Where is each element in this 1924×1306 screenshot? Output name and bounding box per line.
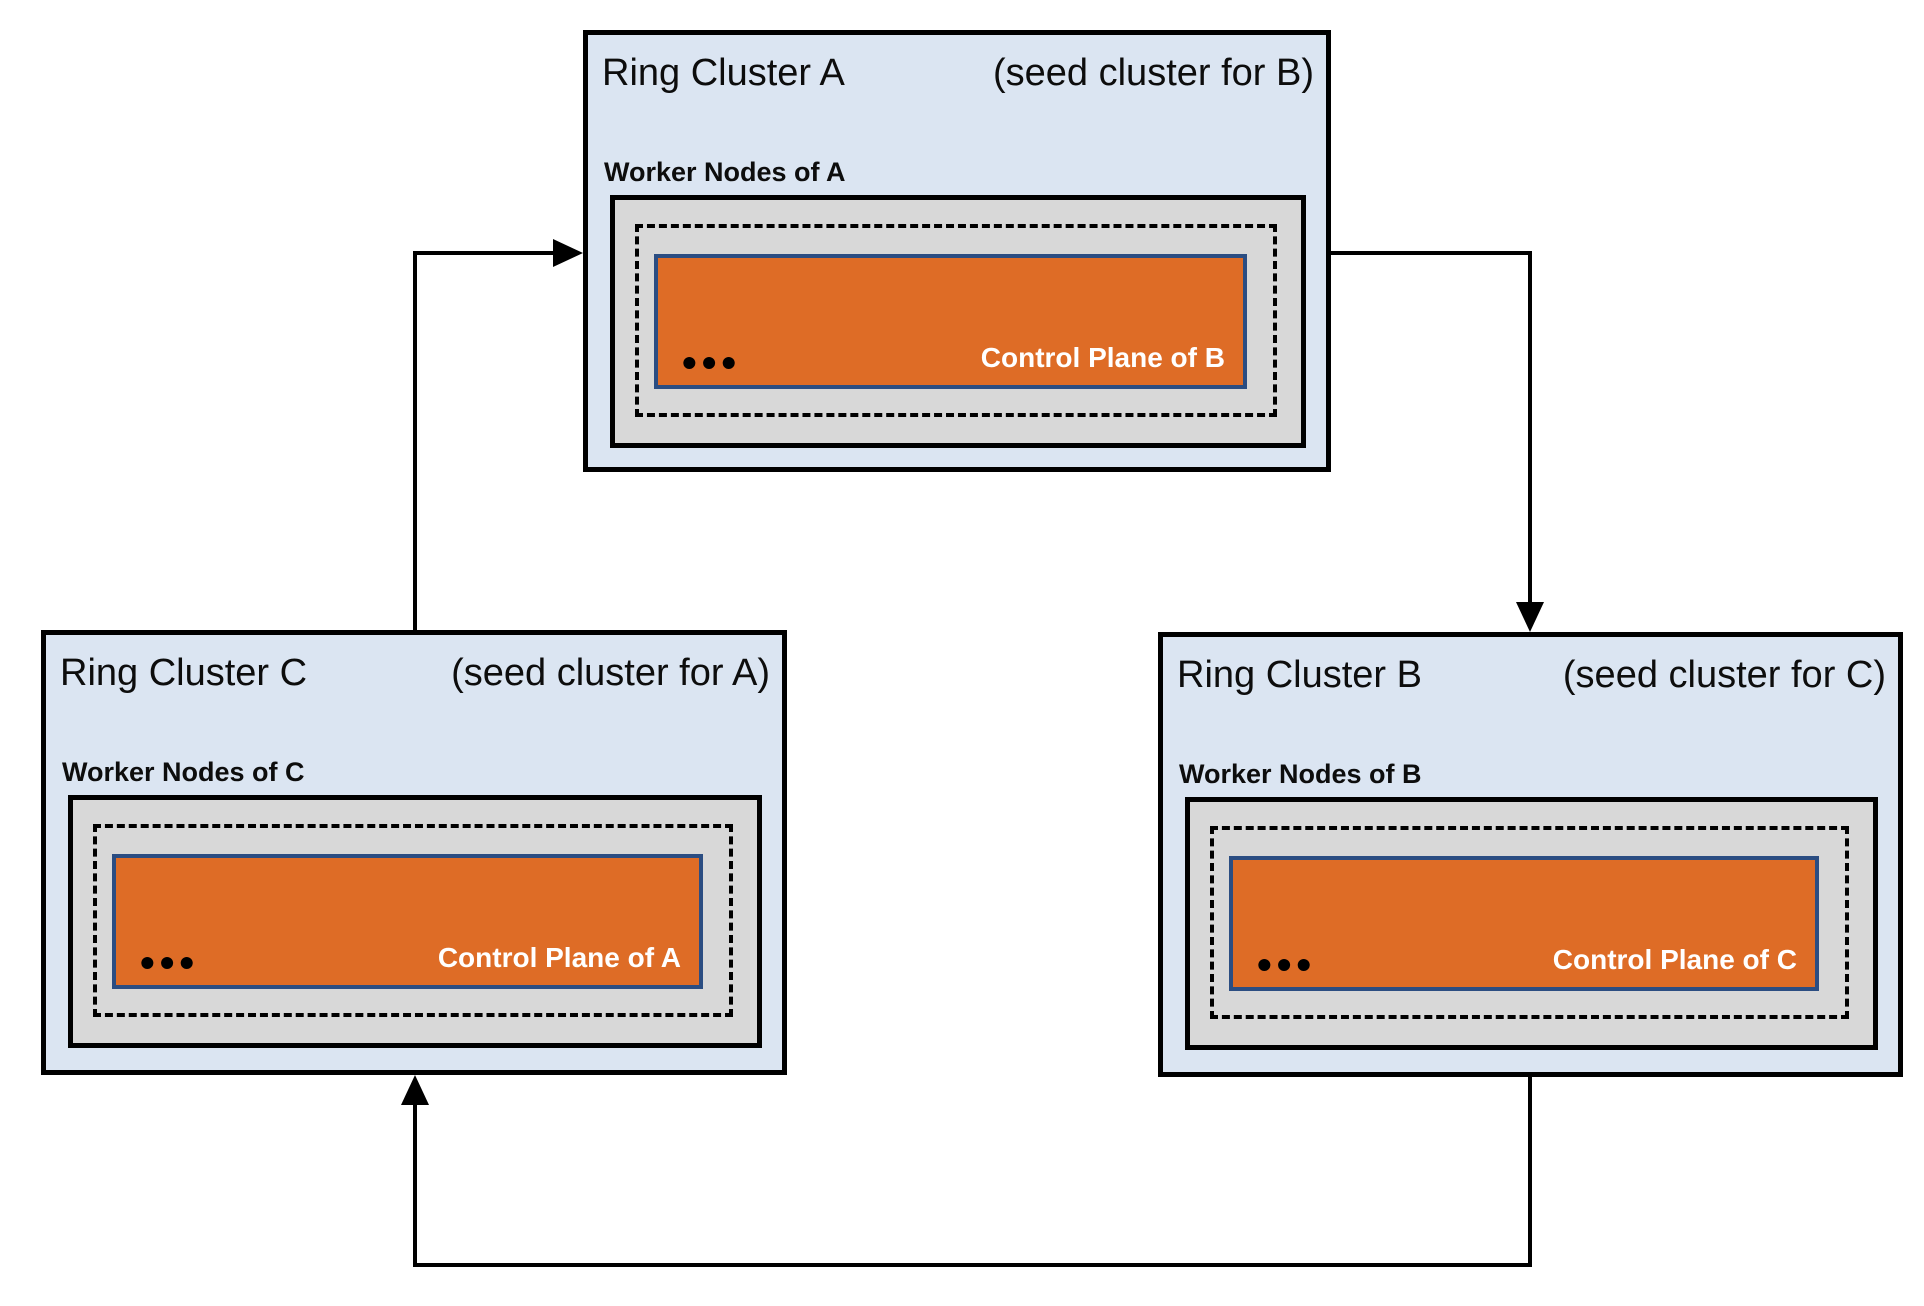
- arrow-c-to-a-horizontal-segment: [413, 251, 553, 255]
- arrow-b-to-c-left-vertical-segment: [413, 1100, 417, 1267]
- cluster-c-control-plane-label: Control Plane of A: [437, 942, 681, 973]
- arrow-a-to-b-horizontal-segment: [1331, 251, 1532, 255]
- cluster-b-title-row: Ring Cluster B (seed cluster for C): [1163, 637, 1898, 697]
- cluster-a-title: Ring Cluster A: [602, 52, 845, 94]
- arrow-a-to-b-vertical-segment: [1528, 251, 1532, 604]
- arrow-b-to-c-arrowhead: [401, 1075, 429, 1105]
- cluster-b-ellipsis-dots: •••: [1257, 941, 1317, 988]
- cluster-c-title-row: Ring Cluster C (seed cluster for A): [46, 635, 782, 695]
- arrow-a-to-b-arrowhead: [1516, 602, 1544, 632]
- cluster-b-annotation: (seed cluster for C): [1562, 654, 1886, 696]
- arrow-c-to-a-vertical-segment: [413, 251, 417, 630]
- cluster-a-control-plane-row: ••• Control Plane of B: [658, 258, 1243, 385]
- arrow-c-to-a-arrowhead: [553, 239, 583, 267]
- cluster-b-dashed-boundary: ••• Control Plane of C: [1210, 826, 1849, 1019]
- cluster-a-worker-nodes-label: Worker Nodes of A: [604, 157, 846, 187]
- cluster-c-ellipsis-dots: •••: [140, 939, 200, 986]
- cluster-a-dashed-boundary: ••• Control Plane of B: [635, 224, 1277, 417]
- cluster-c-control-plane-box: ••• Control Plane of A: [112, 854, 703, 989]
- cluster-b-control-plane-label: Control Plane of C: [1552, 944, 1797, 975]
- arrow-b-to-c-horizontal-segment: [413, 1263, 1532, 1267]
- cluster-c-control-plane-row: ••• Control Plane of A: [116, 858, 699, 985]
- cluster-c-title: Ring Cluster C: [60, 652, 308, 694]
- cluster-b-worker-nodes-label: Worker Nodes of B: [1179, 759, 1422, 789]
- cluster-a-control-plane-box: ••• Control Plane of B: [654, 254, 1247, 389]
- ring-cluster-c-box: Ring Cluster C (seed cluster for A) Work…: [41, 630, 787, 1075]
- cluster-c-worker-nodes-label: Worker Nodes of C: [62, 757, 305, 787]
- ring-cluster-a-box: Ring Cluster A (seed cluster for B) Work…: [583, 30, 1331, 472]
- cluster-c-worker-nodes-box: ••• Control Plane of A: [68, 795, 762, 1048]
- ring-cluster-b-box: Ring Cluster B (seed cluster for C) Work…: [1158, 632, 1903, 1077]
- arrow-b-to-c-right-vertical-segment: [1528, 1077, 1532, 1267]
- cluster-c-annotation: (seed cluster for A): [451, 652, 770, 694]
- cluster-a-annotation: (seed cluster for B): [993, 52, 1314, 94]
- cluster-b-title: Ring Cluster B: [1177, 654, 1422, 696]
- cluster-b-worker-nodes-box: ••• Control Plane of C: [1185, 797, 1878, 1050]
- cluster-b-control-plane-box: ••• Control Plane of C: [1229, 856, 1819, 991]
- cluster-a-ellipsis-dots: •••: [682, 339, 742, 386]
- cluster-a-worker-nodes-box: ••• Control Plane of B: [610, 195, 1306, 448]
- cluster-a-control-plane-label: Control Plane of B: [980, 342, 1225, 373]
- cluster-b-control-plane-row: ••• Control Plane of C: [1233, 860, 1815, 987]
- cluster-a-title-row: Ring Cluster A (seed cluster for B): [588, 35, 1326, 95]
- cluster-c-dashed-boundary: ••• Control Plane of A: [93, 824, 733, 1017]
